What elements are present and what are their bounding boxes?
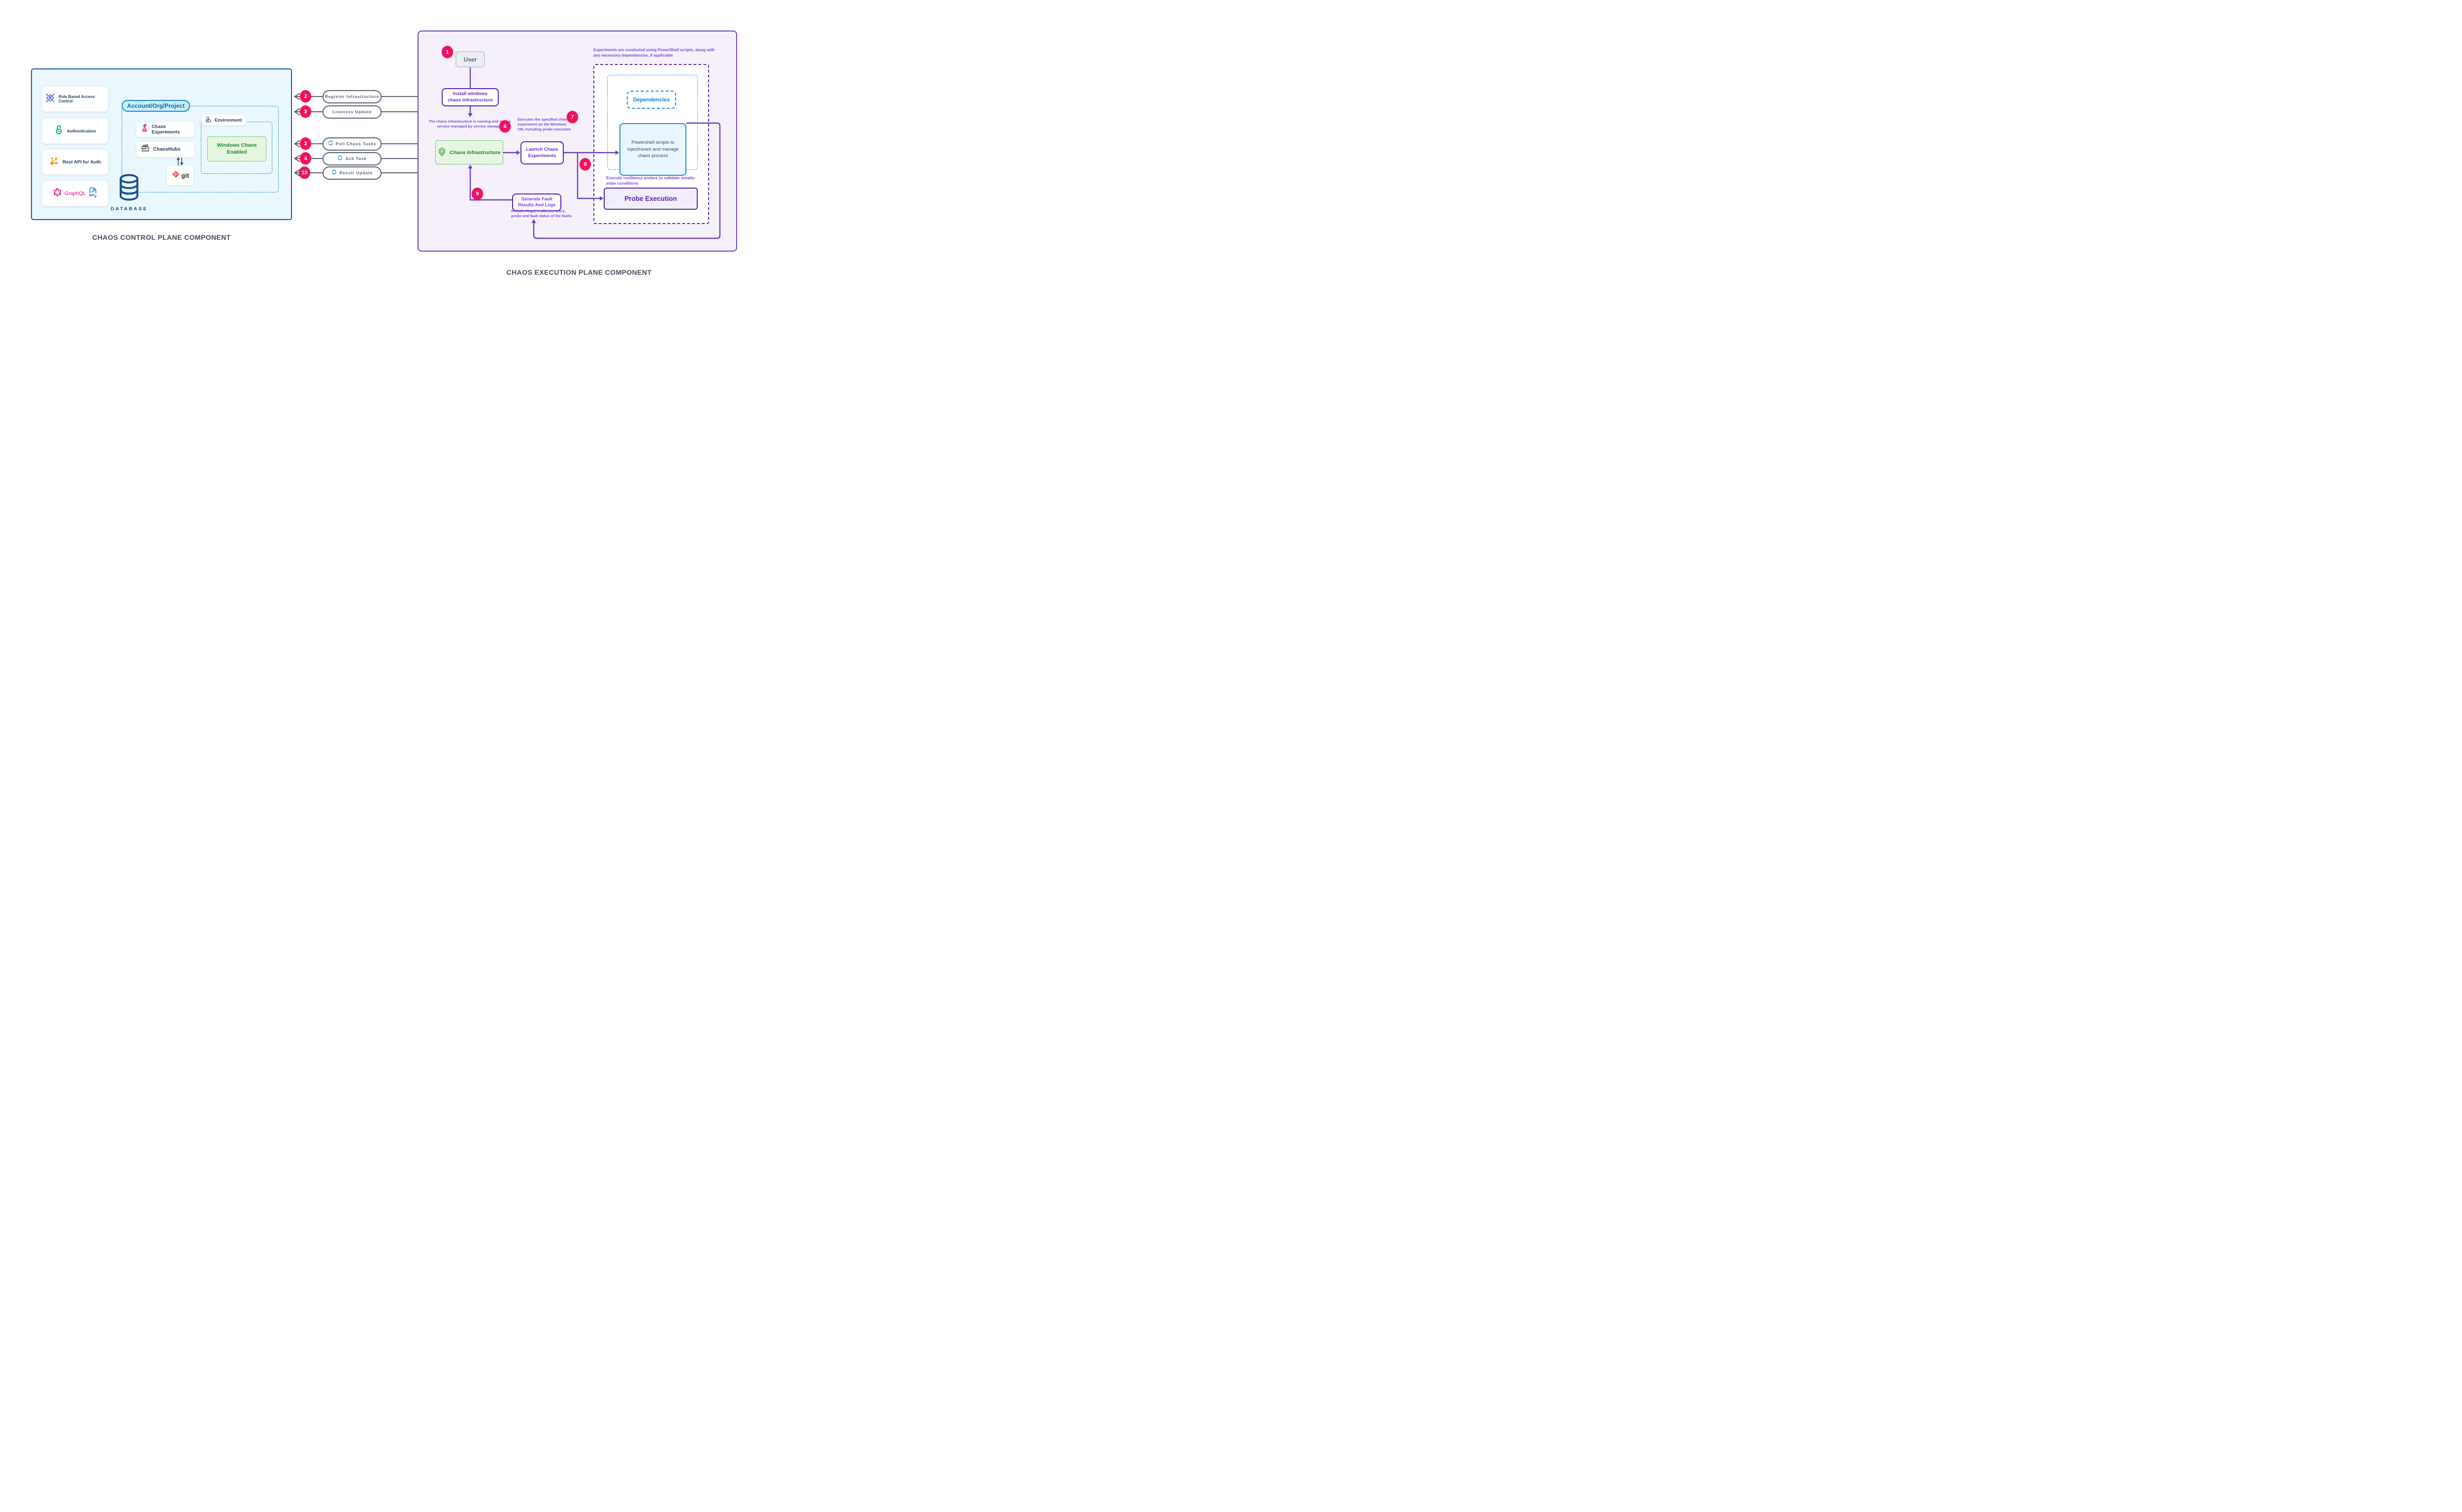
windows-chaos-enabled-box: Windows Chaos Enabled bbox=[207, 136, 266, 161]
infra-running-note: The chaos infrastructure is running and … bbox=[428, 119, 511, 129]
chaoshubs-card: ChaosHubs bbox=[136, 142, 194, 157]
chaos-infrastructure-label: Chaos Infrastructure bbox=[450, 149, 501, 156]
graphql-hexagon-icon bbox=[53, 188, 62, 199]
message-pill-liveness-update: Liveness Update bbox=[323, 105, 382, 119]
environment-chip: Environment bbox=[201, 115, 247, 126]
powershell-scripts-label: Powershell scripts to inject/revert and … bbox=[627, 139, 679, 159]
svg-text:API: API bbox=[89, 193, 95, 197]
user-box: User bbox=[455, 51, 485, 67]
card-graphql-label: GraphQL bbox=[64, 191, 86, 196]
includes-note: Includes logs, resilience score, probe a… bbox=[511, 209, 573, 219]
message-pill-poll-chaos-tasks: Poll Chaos Tasks bbox=[323, 137, 382, 151]
message-pill-result-update: Result Update bbox=[323, 166, 382, 180]
probe-note: Execute resiliency probes to validate st… bbox=[606, 175, 696, 186]
step-badge-3b: 3 bbox=[300, 137, 311, 150]
account-org-project-pill: Account/Org/Project bbox=[122, 100, 190, 112]
powershell-scripts-box: Powershell scripts to inject/revert and … bbox=[619, 123, 686, 176]
step-badge-3a: 3 bbox=[300, 105, 311, 118]
message-pill-ack-task: Ack Task bbox=[323, 152, 382, 165]
powershell-note: Experiments are conducted using PowerShe… bbox=[593, 48, 715, 58]
generate-results-box: Generate Fault Results And Logs bbox=[512, 193, 561, 211]
launch-experiments-box: Launch Chaos Experiments bbox=[520, 141, 564, 164]
hexagon-outline-icon bbox=[438, 147, 446, 158]
message-pill-register-infrastructure: Register Infrastructure bbox=[323, 90, 382, 103]
install-infrastructure-label: Install windows chaos infrastructure bbox=[448, 91, 493, 103]
open-lock-icon bbox=[54, 125, 64, 137]
generate-results-label: Generate Fault Results And Logs bbox=[518, 196, 556, 207]
dependencies-box: Dependencies bbox=[627, 91, 676, 109]
test-tube-rack-icon bbox=[140, 144, 150, 156]
flask-icon bbox=[140, 123, 149, 135]
probe-execution-box: Probe Execution bbox=[604, 188, 698, 210]
launch-experiments-label: Launch Chaos Experiments bbox=[526, 147, 558, 159]
git-label: git bbox=[181, 172, 189, 179]
step-badge-9: 9 bbox=[472, 188, 483, 200]
dependencies-label: Dependencies bbox=[633, 97, 670, 103]
step-badge-6: 6 bbox=[499, 120, 511, 132]
step-badge-4: 4 bbox=[300, 152, 311, 164]
step-badge-8: 8 bbox=[580, 158, 591, 170]
control-plane-title: CHAOS CONTROL PLANE COMPONENT bbox=[92, 233, 231, 241]
probe-execution-label: Probe Execution bbox=[624, 195, 677, 202]
database-label: DATABASE bbox=[110, 206, 148, 212]
step-badge-1: 1 bbox=[442, 46, 453, 58]
windows-chaos-enabled-label: Windows Chaos Enabled bbox=[217, 142, 257, 155]
architecture-diagram: CHAOS CONTROL PLANE COMPONENT Role Based… bbox=[0, 0, 759, 302]
rbac-diamond-user-icon bbox=[45, 93, 55, 105]
message-label: Poll Chaos Tasks bbox=[335, 141, 377, 146]
execution-plane-title: CHAOS EXECUTION PLANE COMPONENT bbox=[506, 268, 652, 276]
database-icon bbox=[118, 174, 140, 204]
step-badge-7: 7 bbox=[567, 111, 578, 123]
card-rbac-label: Role Based Access Control bbox=[59, 95, 95, 103]
network-nodes-icon bbox=[49, 156, 59, 168]
card-rbac: Role Based Access Control bbox=[42, 86, 108, 112]
api-document-icon: API bbox=[88, 187, 97, 200]
card-authentication: Authentication bbox=[42, 118, 108, 144]
message-label: Ack Task bbox=[345, 156, 367, 161]
card-rest-api: Rest API for Auth bbox=[42, 149, 108, 175]
install-infrastructure-box: Install windows chaos infrastructure bbox=[442, 88, 499, 106]
user-label: User bbox=[463, 56, 477, 63]
chaos-experiments-label: Chaos Experiments bbox=[152, 124, 180, 135]
account-group-box bbox=[122, 106, 279, 193]
card-graphql: GraphQL API bbox=[42, 181, 108, 206]
step-badge-2: 2 bbox=[300, 90, 311, 102]
hexagon-cluster-icon bbox=[205, 116, 212, 125]
card-rest-api-label: Rest API for Auth bbox=[63, 159, 101, 165]
git-logo-icon bbox=[171, 170, 180, 181]
message-label: Liveness Update bbox=[332, 109, 372, 114]
sync-icon bbox=[328, 139, 333, 148]
account-org-project-label: Account/Org/Project bbox=[127, 102, 185, 109]
step-badge-10: 10 bbox=[299, 166, 310, 179]
git-card: git bbox=[167, 166, 194, 185]
message-label: Result Update bbox=[339, 170, 373, 175]
executes-note: Executes the specified chaos experiment … bbox=[518, 117, 571, 132]
chaos-experiments-card: Chaos Experiments bbox=[136, 122, 194, 137]
environment-label: Environment bbox=[215, 118, 242, 123]
sync-icon bbox=[337, 154, 343, 163]
sync-icon bbox=[331, 168, 337, 177]
chaoshubs-label: ChaosHubs bbox=[153, 147, 181, 152]
message-label: Register Infrastructure bbox=[324, 94, 380, 99]
card-authentication-label: Authentication bbox=[66, 129, 97, 133]
chaos-infrastructure-box: Chaos Infrastructure bbox=[435, 140, 503, 164]
